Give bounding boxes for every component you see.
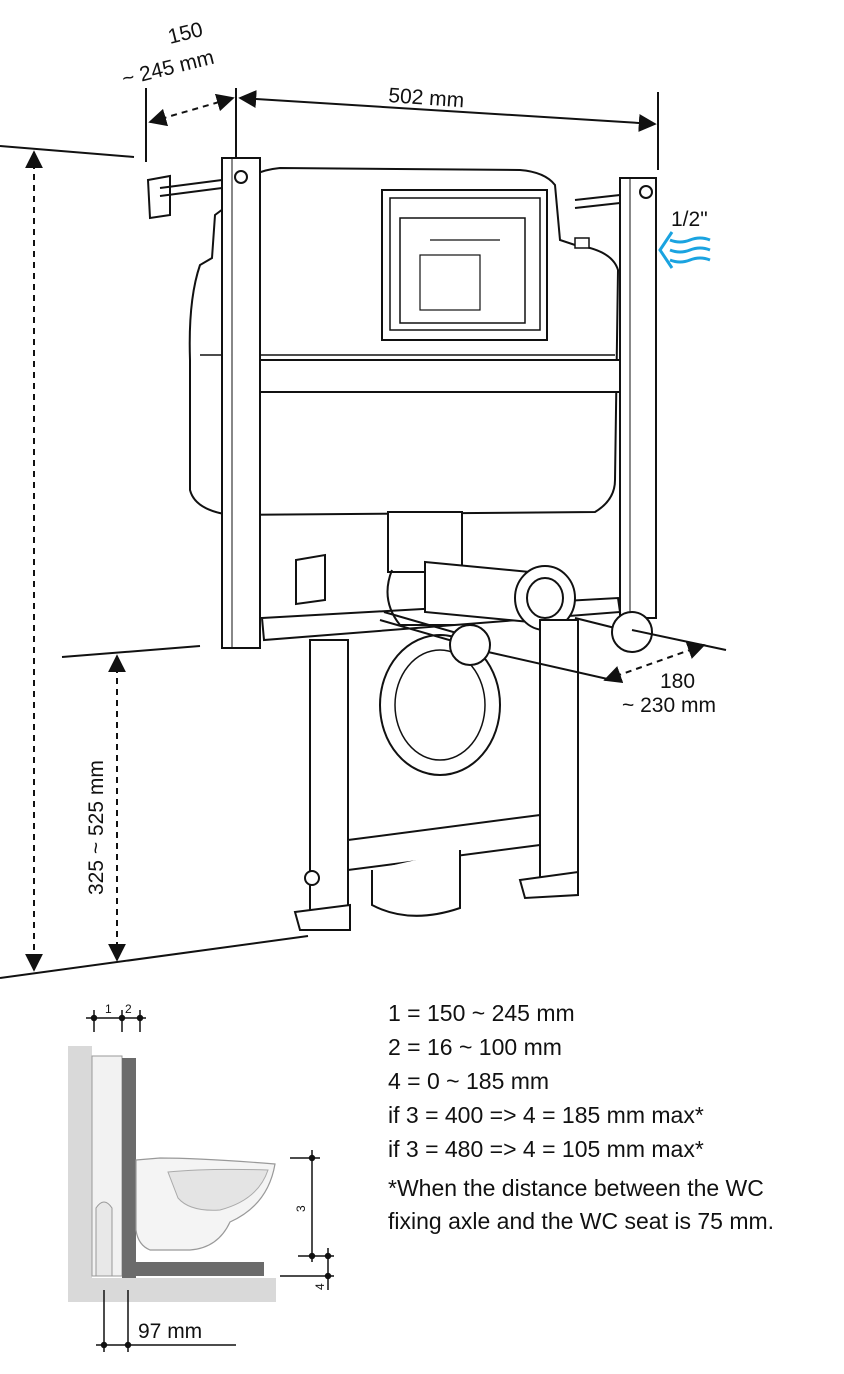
water-inlet-label: 1/2" xyxy=(671,208,708,231)
depth-top-label-2: ~ 245 mm xyxy=(120,46,217,91)
axle-depth-label-1: 180 xyxy=(660,670,695,693)
legend-line-4: if 3 = 400 => 4 = 185 mm max* xyxy=(388,1102,704,1128)
legend-line-1: 1 = 150 ~ 245 mm xyxy=(388,1000,575,1026)
legend-footnote: *When the distance between the WC fixing… xyxy=(388,1172,838,1238)
depth-top-label-1: 150 xyxy=(166,18,206,49)
side-label-1: 1 xyxy=(105,1002,112,1016)
dimension-lines xyxy=(0,88,727,979)
legend-line-5: if 3 = 480 => 4 = 105 mm max* xyxy=(388,1136,704,1162)
bottom-width-label: 97 mm xyxy=(138,1320,202,1343)
side-label-3: 3 xyxy=(294,1205,308,1212)
width-label: 502 mm xyxy=(388,84,465,112)
side-label-2: 2 xyxy=(125,1002,132,1016)
legend-footnote-line-1: *When the distance between the WC xyxy=(388,1175,764,1201)
legend-line-2: 2 = 16 ~ 100 mm xyxy=(388,1034,562,1060)
side-label-4: 4 xyxy=(313,1283,327,1290)
height-label: 325 ~ 525 mm xyxy=(85,760,108,895)
legend-line-3: 4 = 0 ~ 185 mm xyxy=(388,1068,550,1094)
water-inlet-arrow xyxy=(658,231,711,269)
dimension-legend: 1 = 150 ~ 245 mm 2 = 16 ~ 100 mm 4 = 0 ~… xyxy=(388,996,838,1238)
wc-frame-drawing xyxy=(146,157,657,931)
axle-depth-label-2: ~ 230 mm xyxy=(622,694,716,717)
side-view-dimensions xyxy=(86,1010,334,1352)
side-view-diagram xyxy=(68,1046,276,1302)
legend-footnote-line-2: fixing axle and the WC seat is 75 mm. xyxy=(388,1208,775,1234)
